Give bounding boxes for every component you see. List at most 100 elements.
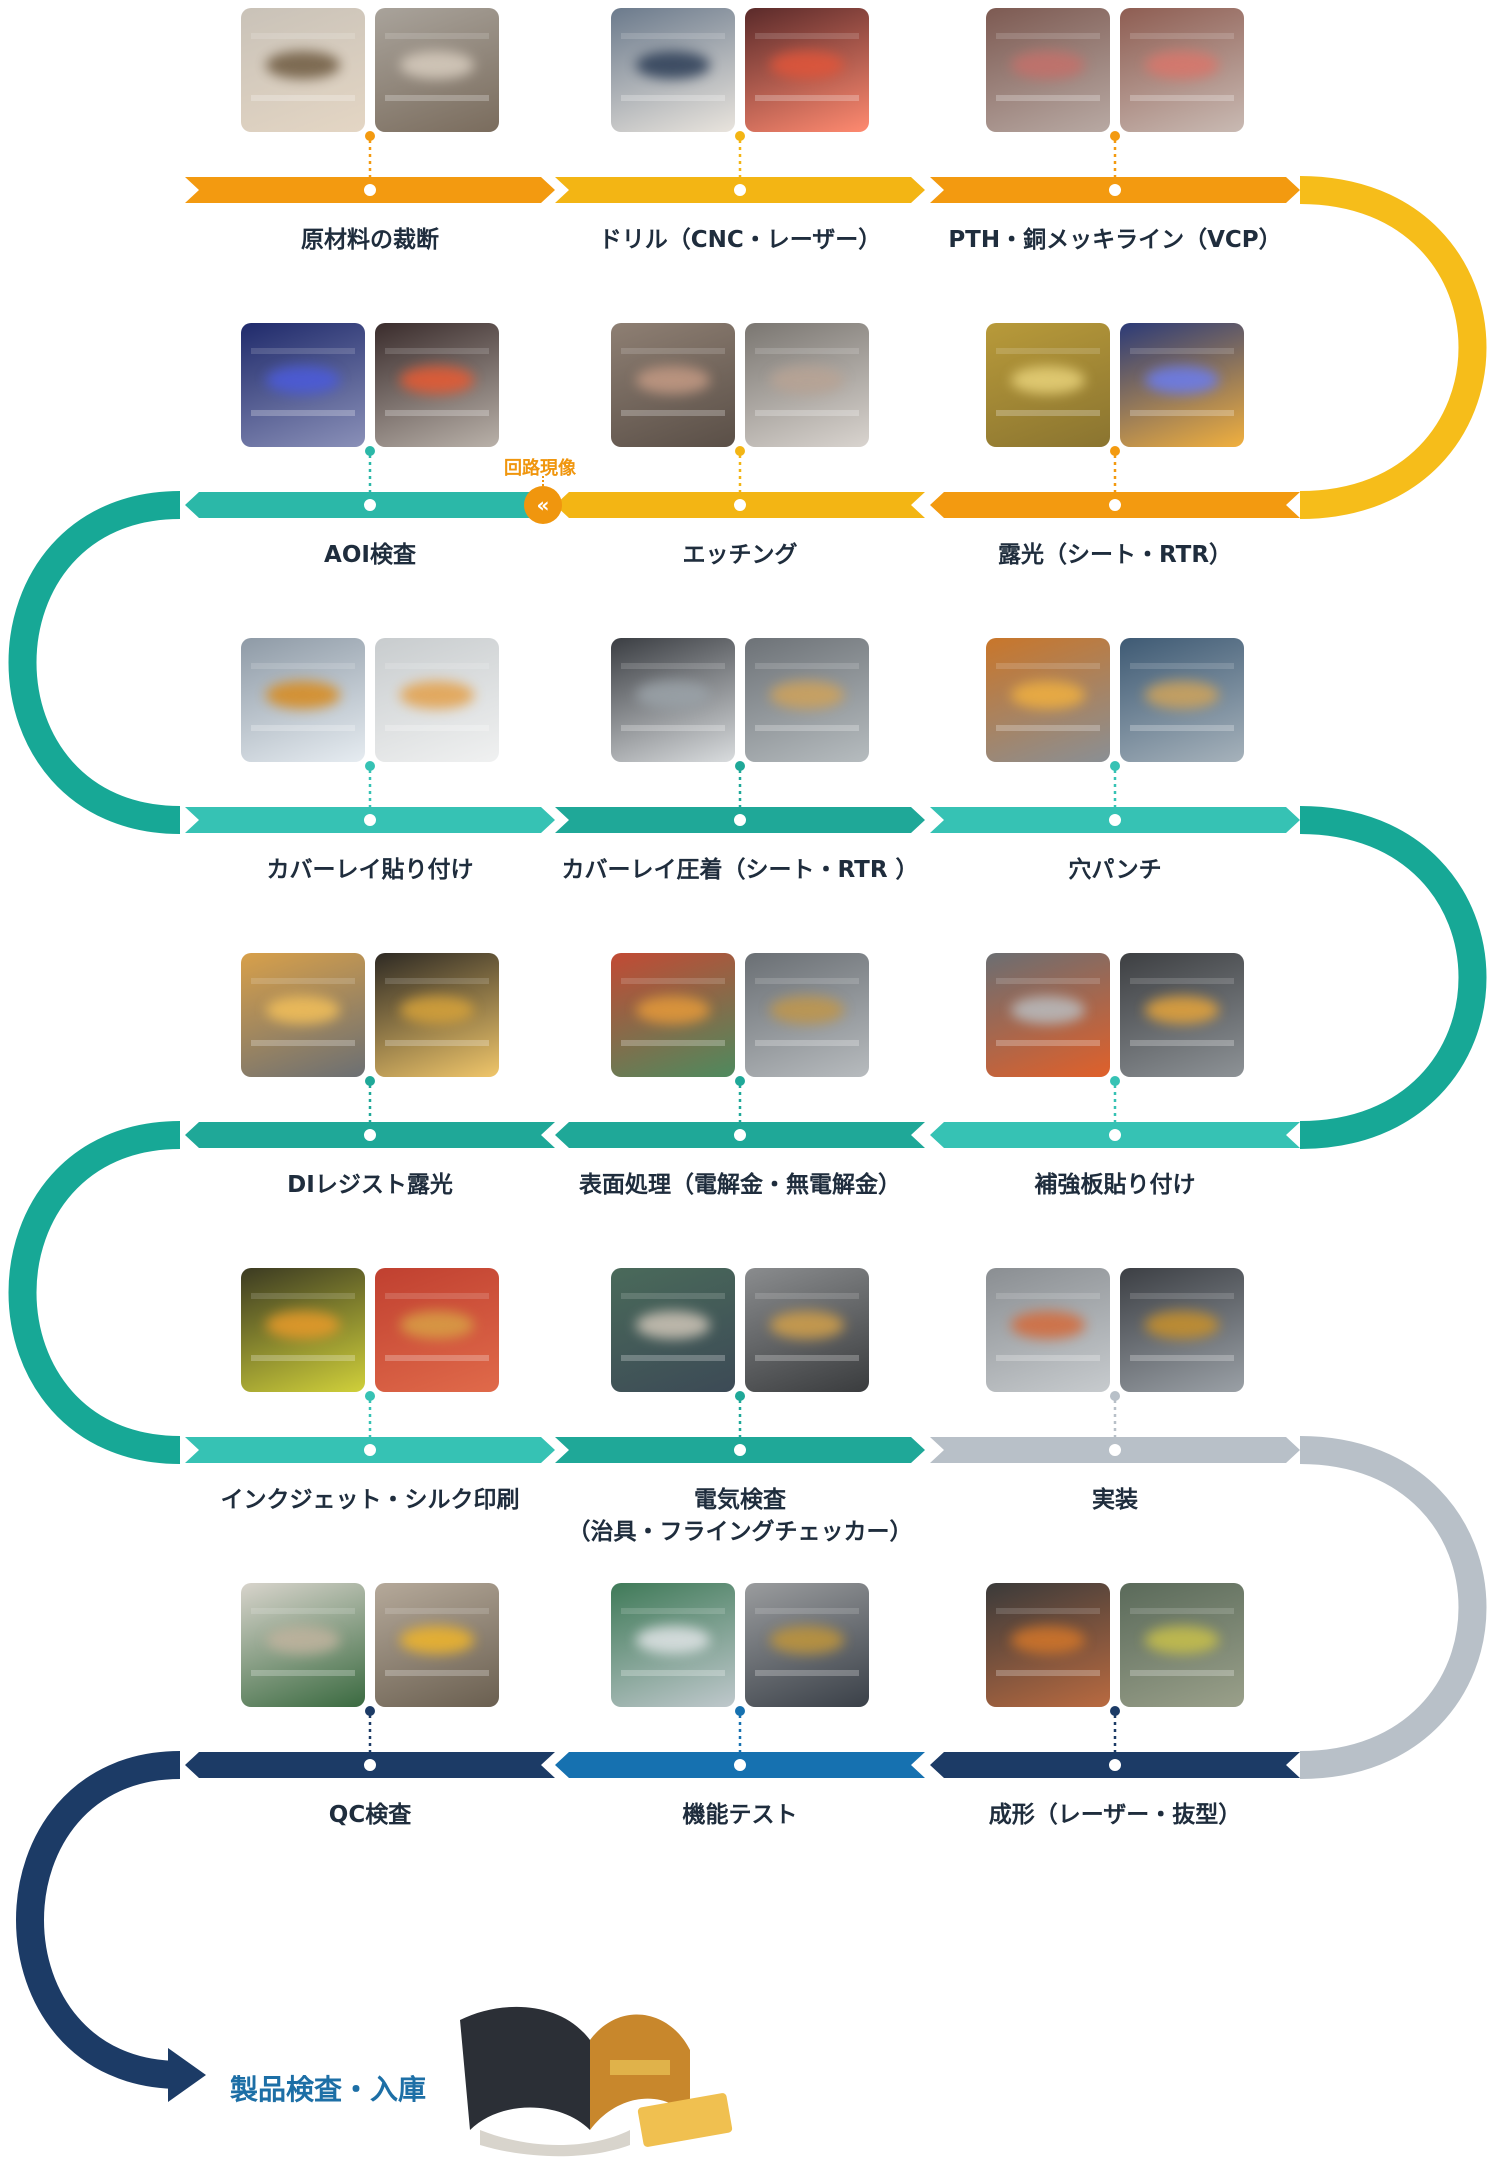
- process-photo: [375, 8, 499, 132]
- process-photo: [1120, 1268, 1244, 1392]
- step-label: カバーレイ圧着（シート・RTR ）: [560, 854, 920, 886]
- step-label: 露光（シート・RTR）: [935, 539, 1295, 571]
- step-connector-dot: [1110, 761, 1120, 771]
- step-label-line1: 原材料の裁断: [301, 227, 439, 253]
- step-label-line1: 表面処理（電解金・無電解金）: [579, 1172, 901, 1198]
- process-photo: [611, 323, 735, 447]
- process-photo: [745, 638, 869, 762]
- step-label: エッチング: [560, 539, 920, 571]
- process-photo: [375, 323, 499, 447]
- step-connector-dot: [365, 1391, 375, 1401]
- final-arrow-head: [168, 2048, 206, 2102]
- process-photo: [241, 638, 365, 762]
- step-connector-dot: [1110, 1706, 1120, 1716]
- step-node-marker: [360, 810, 380, 830]
- process-photo: [1120, 1583, 1244, 1707]
- process-photo: [986, 8, 1110, 132]
- step-label-line1: 露光（シート・RTR）: [997, 542, 1233, 568]
- step-label: 実装: [935, 1484, 1295, 1516]
- connector-curve-1: [1299, 176, 1487, 519]
- step-node-marker: [360, 495, 380, 515]
- step-connector-dot: [365, 131, 375, 141]
- process-photo: [611, 638, 735, 762]
- final-step-label: 製品検査・入庫: [230, 2073, 427, 2106]
- step-connector-dot: [1110, 446, 1120, 456]
- process-photo: [986, 953, 1110, 1077]
- step-label: 表面処理（電解金・無電解金）: [560, 1169, 920, 1201]
- process-photo: [745, 1583, 869, 1707]
- step-connector-dot: [1110, 131, 1120, 141]
- step-node-marker: [730, 810, 750, 830]
- process-photo: [986, 638, 1110, 762]
- step-label-line1: 成形（レーザー・抜型）: [988, 1802, 1242, 1828]
- connector-curve-4: [8, 1121, 181, 1464]
- process-photo: [611, 8, 735, 132]
- step-label-line1: インクジェット・シルク印刷: [220, 1487, 520, 1513]
- step-label-line1: カバーレイ貼り付け: [266, 857, 474, 883]
- connector-tip-1a: [1300, 176, 1314, 204]
- step-node-marker: [1105, 1440, 1125, 1460]
- step-connector-dot: [365, 1706, 375, 1716]
- step-connector-dot: [1110, 1391, 1120, 1401]
- step-connector-dot: [365, 761, 375, 771]
- step-label-line1: 電気検査: [694, 1487, 786, 1513]
- process-photo: [1120, 953, 1244, 1077]
- step-label-line1: PTH・銅メッキライン（VCP）: [948, 227, 1282, 253]
- step-connector-dot: [735, 1391, 745, 1401]
- step-label-line1: カバーレイ圧着（シート・RTR ）: [561, 857, 919, 883]
- step-label: 穴パンチ: [935, 854, 1295, 886]
- process-photo: [986, 1268, 1110, 1392]
- step-node-marker: [360, 1125, 380, 1145]
- step-label: ドリル（CNC・レーザー）: [560, 224, 920, 256]
- step-node-marker: [360, 180, 380, 200]
- process-photo: [241, 1268, 365, 1392]
- process-photo: [1120, 323, 1244, 447]
- step-label-line1: 補強板貼り付け: [1034, 1172, 1196, 1198]
- step-node-marker: [730, 180, 750, 200]
- connector-curve-6: [16, 1751, 181, 2089]
- step-node-marker: [730, 1125, 750, 1145]
- process-photo: [241, 8, 365, 132]
- step-label: PTH・銅メッキライン（VCP）: [935, 224, 1295, 256]
- step-node-marker: [1105, 180, 1125, 200]
- step-connector-dot: [365, 446, 375, 456]
- process-photo: [745, 1268, 869, 1392]
- flexible-pcb-product-illustration: [460, 2006, 733, 2157]
- process-photo: [611, 953, 735, 1077]
- step-connector-dot: [735, 446, 745, 456]
- step-connector-dot: [735, 761, 745, 771]
- step-label-line2: （治具・フライングチェッカー）: [567, 1519, 913, 1545]
- step-node-marker: [730, 1440, 750, 1460]
- step-label-line1: AOI検査: [324, 542, 416, 568]
- step-label-line1: 穴パンチ: [1068, 857, 1162, 883]
- connector-curve-5: [1299, 1436, 1487, 1779]
- step-node-marker: [730, 1755, 750, 1775]
- step-label: 原材料の裁断: [190, 224, 550, 256]
- step-node-marker: [730, 495, 750, 515]
- step-label-line1: エッチング: [682, 542, 798, 568]
- step-label: AOI検査: [190, 539, 550, 571]
- step-label: DIレジスト露光: [190, 1169, 550, 1201]
- process-photo: [375, 1583, 499, 1707]
- step-node-marker: [1105, 810, 1125, 830]
- process-photo: [375, 953, 499, 1077]
- connector-curve-2: [8, 491, 181, 834]
- step-connector-dot: [365, 1076, 375, 1086]
- process-photo: [375, 1268, 499, 1392]
- step-node-marker: [1105, 1755, 1125, 1775]
- connector-curve-3: [1299, 806, 1487, 1149]
- process-photo: [241, 953, 365, 1077]
- step-label-line1: 実装: [1092, 1487, 1138, 1513]
- step-connector-dot: [1110, 1076, 1120, 1086]
- double-chevron-left-icon: «: [537, 493, 550, 517]
- step-label-line1: DIレジスト露光: [287, 1172, 453, 1198]
- step-label-line1: QC検査: [328, 1802, 412, 1828]
- step-node-marker: [1105, 495, 1125, 515]
- process-photo: [745, 953, 869, 1077]
- step-label: 機能テスト: [560, 1799, 920, 1831]
- step-label: QC検査: [190, 1799, 550, 1831]
- step-connector-dot: [735, 1076, 745, 1086]
- step-node-marker: [360, 1440, 380, 1460]
- step-connector-dot: [735, 1706, 745, 1716]
